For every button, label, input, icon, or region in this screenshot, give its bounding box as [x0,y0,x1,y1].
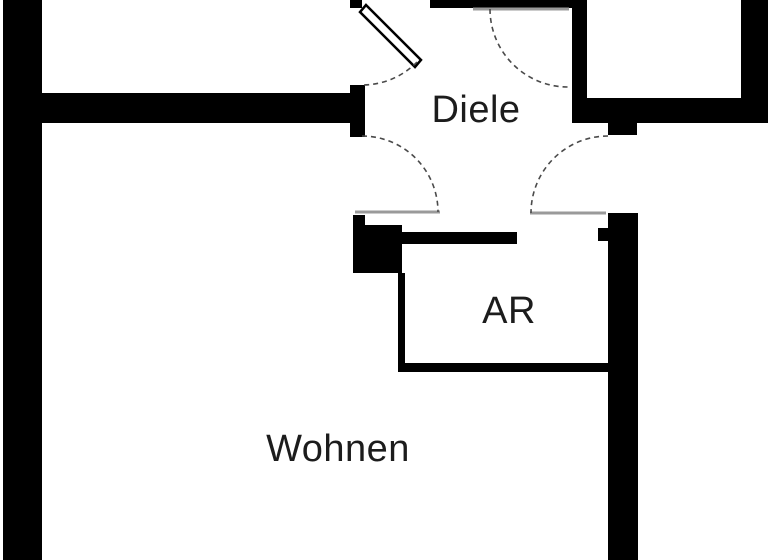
room-label-diele: Diele [431,89,521,131]
east-door-swing-arc [530,135,609,214]
ar-doorway-right-jamb [598,228,608,241]
wall-ar-west [398,273,405,372]
wall-ar-south [398,363,612,372]
room-label-wohnen: Wohnen [266,428,410,470]
wall-diele-east-upper [572,0,587,98]
wall-north [430,0,587,8]
wall-north-stub-left [350,0,362,8]
wall-east-edge-upper [741,0,768,100]
top-door-swing-arc [489,8,569,88]
door-jamb-east-upper [608,122,637,135]
entrance-door-leaf [358,3,423,69]
wall-block-southwest [353,225,402,273]
wall-east [608,213,638,560]
entrance-door-swing-arc [362,61,418,86]
wall-west [3,0,42,560]
wall-northeast-horizontal [572,98,768,123]
room-label-ar: AR [482,290,536,332]
wall-west-horizontal [42,93,350,123]
wall-west-horizontal-endcap [350,85,365,137]
west-door-swing-arc [361,135,439,213]
wall-ar-north [402,232,517,244]
diele-southwest-jamb [353,215,365,228]
